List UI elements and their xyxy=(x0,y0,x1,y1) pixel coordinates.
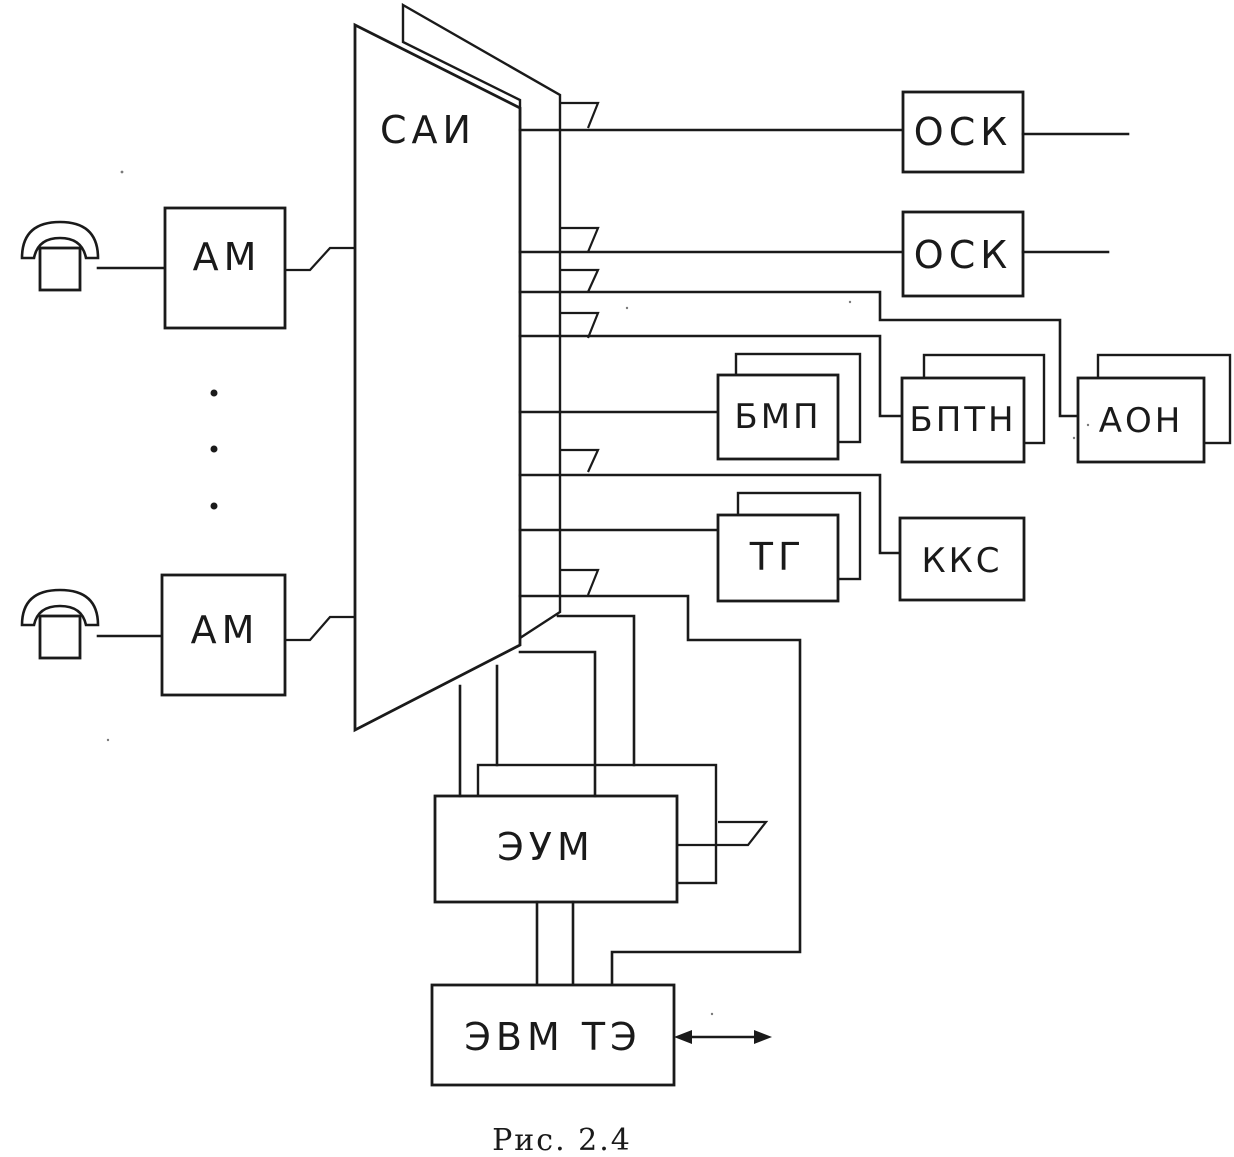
ellipsis-dot-2 xyxy=(210,445,218,453)
evm-te-block: ЭВМ ТЭ xyxy=(430,983,676,1087)
line-sai-control xyxy=(518,594,802,987)
am-label-bottom: АМ xyxy=(191,608,260,652)
sai-label: САИ xyxy=(380,108,476,152)
ellipsis-dot-1 xyxy=(210,389,218,397)
line-sai-aon xyxy=(518,290,1080,418)
am-top-connector xyxy=(285,246,355,272)
tg-label: ТГ xyxy=(749,535,806,579)
osk-block-bottom: ОСК xyxy=(901,210,1025,298)
am-label-top: АМ xyxy=(193,235,262,279)
bidirectional-arrow-icon xyxy=(674,1030,772,1044)
osk-block-top: ОСК xyxy=(901,90,1025,174)
telephone-icon-bottom xyxy=(20,588,100,660)
eum-evm-links xyxy=(535,900,575,987)
sai-switch-field xyxy=(353,22,522,733)
tg-block: ТГ xyxy=(716,491,862,603)
line-sai-bptn xyxy=(518,334,902,418)
am-block-top: АМ xyxy=(163,206,287,330)
telephone-icon-top xyxy=(20,220,100,292)
aon-block: АОН xyxy=(1076,353,1232,464)
kks-label: ККС xyxy=(921,541,1002,581)
ellipsis-dot-3 xyxy=(210,502,218,510)
sai-output-flags xyxy=(560,101,600,596)
evm-te-label: ЭВМ ТЭ xyxy=(464,1015,641,1059)
bmp-label: БМП xyxy=(734,397,821,437)
eum-connector-flag xyxy=(677,820,769,847)
figure-caption: Рис. 2.4 xyxy=(492,1123,632,1157)
scan-noise xyxy=(106,170,1090,1016)
line-sai-kks xyxy=(518,473,902,555)
bptn-block: БПТН xyxy=(900,353,1046,464)
eum-label: ЭУМ xyxy=(497,825,594,869)
osk-label-bottom: ОСК xyxy=(914,233,1012,277)
bptn-label: БПТН xyxy=(909,400,1016,440)
osk-label-top: ОСК xyxy=(914,110,1012,154)
bmp-block: БМП xyxy=(716,352,862,461)
aon-label: АОН xyxy=(1099,401,1184,441)
am-block-bottom: АМ xyxy=(160,573,287,697)
sai-eum-links xyxy=(458,614,636,798)
kks-block: ККС xyxy=(898,516,1026,602)
am-bottom-connector xyxy=(285,615,355,642)
eum-block: ЭУМ xyxy=(433,763,718,904)
